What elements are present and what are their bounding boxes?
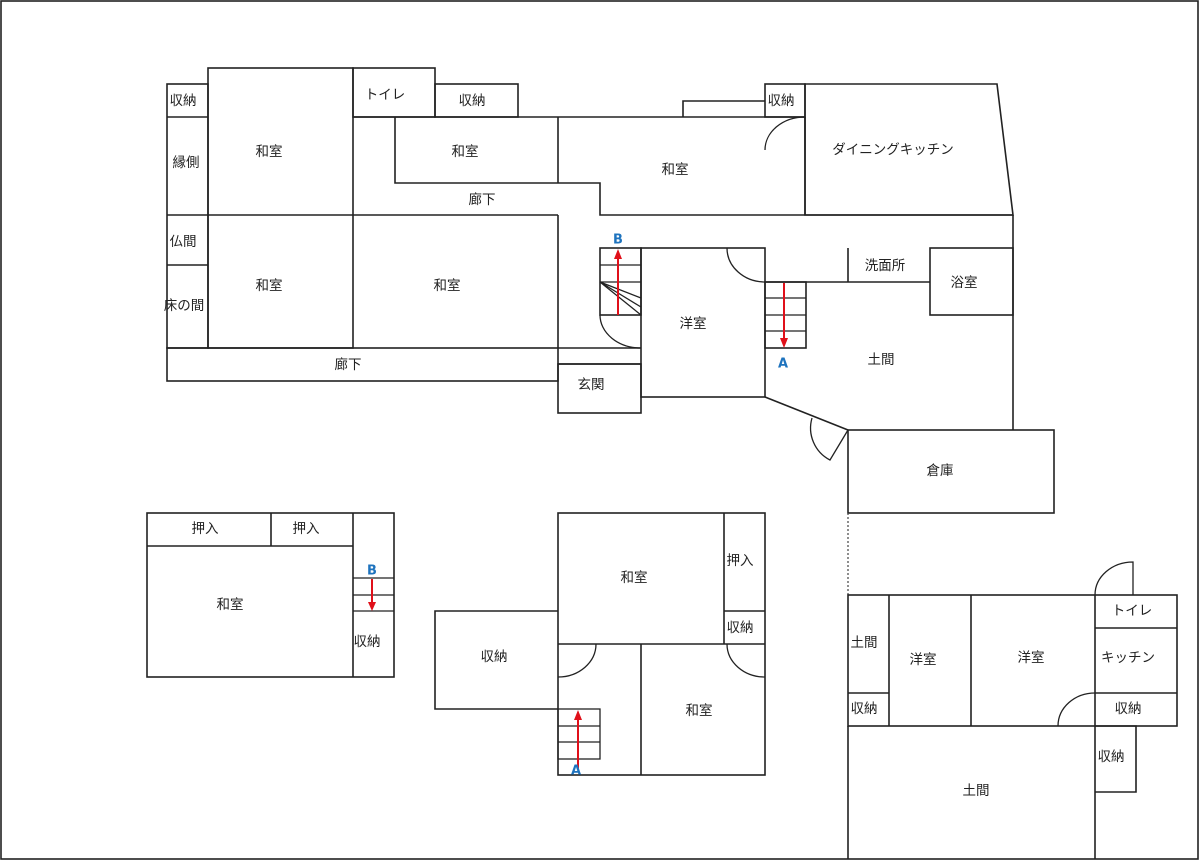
room-label-washitsu: 和室 [256,143,283,160]
room-label-warehouse: 倉庫 [927,463,954,479]
room-label-storage: 収納 [1098,749,1125,765]
room-label-washitsu: 和室 [452,143,479,160]
room-label-dining-kitchen: ダイニングキッチン [832,142,954,158]
stair-marker-a: A [571,764,581,779]
room-label-washitsu: 和室 [217,596,244,613]
annex-right-walls [847,561,1178,859]
room-label-washitsu: 和室 [256,277,283,294]
room-label-storage: 収納 [768,93,795,109]
room-label-oshiire: 押入 [192,521,219,537]
annex-left-walls [146,512,395,678]
room-label-corridor: 廊下 [469,191,496,208]
room-label-washitsu: 和室 [686,702,713,719]
room-label-toilet: トイレ [365,87,406,103]
room-label-washitsu: 和室 [662,161,689,178]
staircase-b [599,247,642,349]
room-label-oshiire: 押入 [293,521,320,537]
room-label-youshitsu: 洋室 [1018,649,1045,666]
door-arc [599,314,642,349]
room-label-kitchen: キッチン [1101,650,1155,666]
stair-marker-a: A [778,357,788,372]
room-label-genkan: 玄関 [578,376,605,393]
stair-marker-b: B [367,564,377,579]
room-label-bathroom: 浴室 [951,274,978,291]
room-label-corridor: 廊下 [335,356,362,373]
room-label-oshiire: 押入 [727,553,755,569]
room-label-storage: 収納 [851,701,878,717]
room-label-doma: 土間 [963,783,990,799]
room-label-storage: 収納 [727,620,754,636]
room-label-youshitsu: 洋室 [910,651,937,668]
room-label-storage: 収納 [459,93,486,109]
main-building-walls [166,67,1055,595]
room-label-storage: 収納 [481,649,508,665]
room-label-doma: 土間 [851,635,878,651]
room-label-washroom: 洗面所 [865,258,906,274]
annex-middle-walls [434,512,766,776]
room-label-storage: 収納 [354,634,381,650]
staircase-a [764,281,807,349]
room-label-storage: 収納 [170,93,197,109]
door-arcs-main [726,116,849,461]
room-label-engawa: 縁側 [173,155,200,171]
room-label-youshitsu: 洋室 [680,315,707,332]
stair-marker-b: B [613,233,623,248]
room-label-butsuma: 仏間 [170,234,197,250]
room-label-storage: 収納 [1115,701,1142,717]
room-label-doma: 土間 [868,352,895,368]
room-label-tokonoma: 床の間 [164,298,205,314]
room-label-toilet: トイレ [1112,603,1153,619]
room-label-washitsu: 和室 [621,569,648,586]
room-label-washitsu: 和室 [434,277,461,294]
